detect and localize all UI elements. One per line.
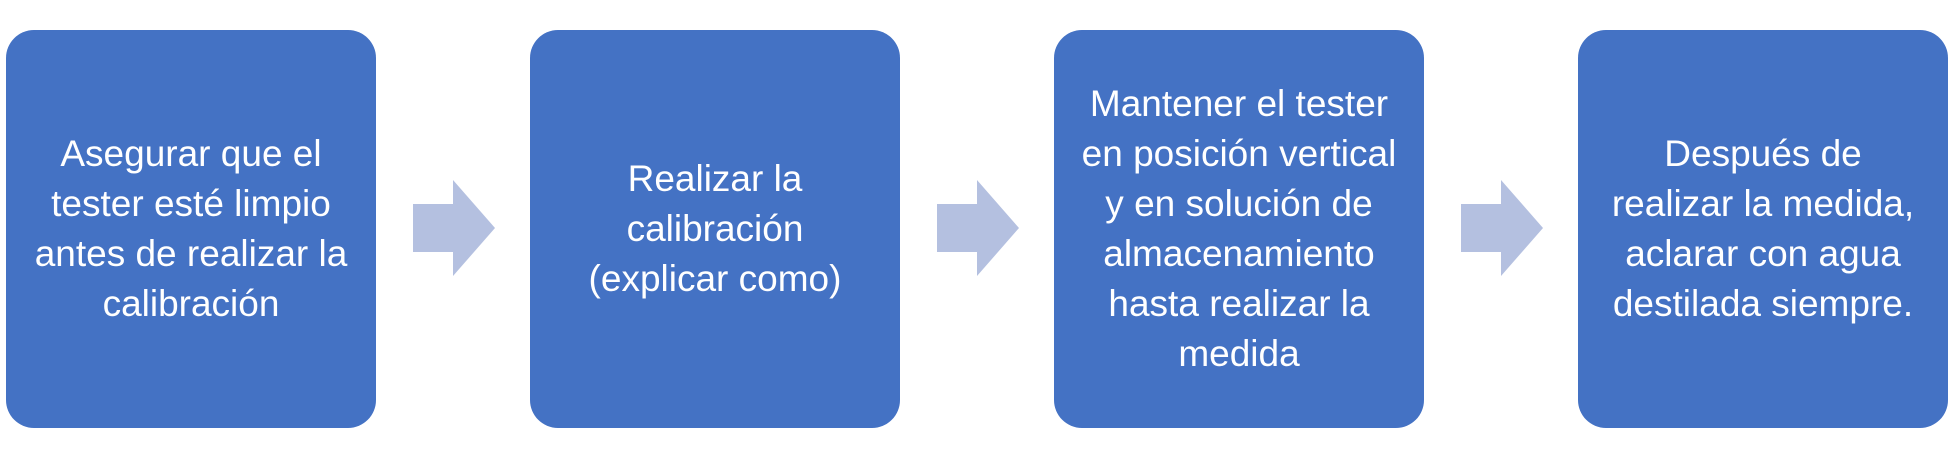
step-box-3: Mantener el tester en posición vertical …	[1054, 30, 1424, 428]
right-arrow-icon	[413, 180, 495, 276]
step-4-text: Después de realizar la medida, aclarar c…	[1611, 133, 1915, 324]
right-arrow-icon	[1461, 180, 1543, 276]
step-box-4: Después de realizar la medida, aclarar c…	[1578, 30, 1948, 428]
right-arrow-icon	[937, 180, 1019, 276]
step-3-text: Mantener el tester en posición vertical …	[1081, 83, 1397, 374]
step-1-text: Asegurar que el tester esté limpio antes…	[34, 133, 348, 324]
step-box-1: Asegurar que el tester esté limpio antes…	[6, 30, 376, 428]
step-2-text: Realizar la calibración (explicar como)	[588, 158, 842, 299]
step-box-2: Realizar la calibración (explicar como)	[530, 30, 900, 428]
